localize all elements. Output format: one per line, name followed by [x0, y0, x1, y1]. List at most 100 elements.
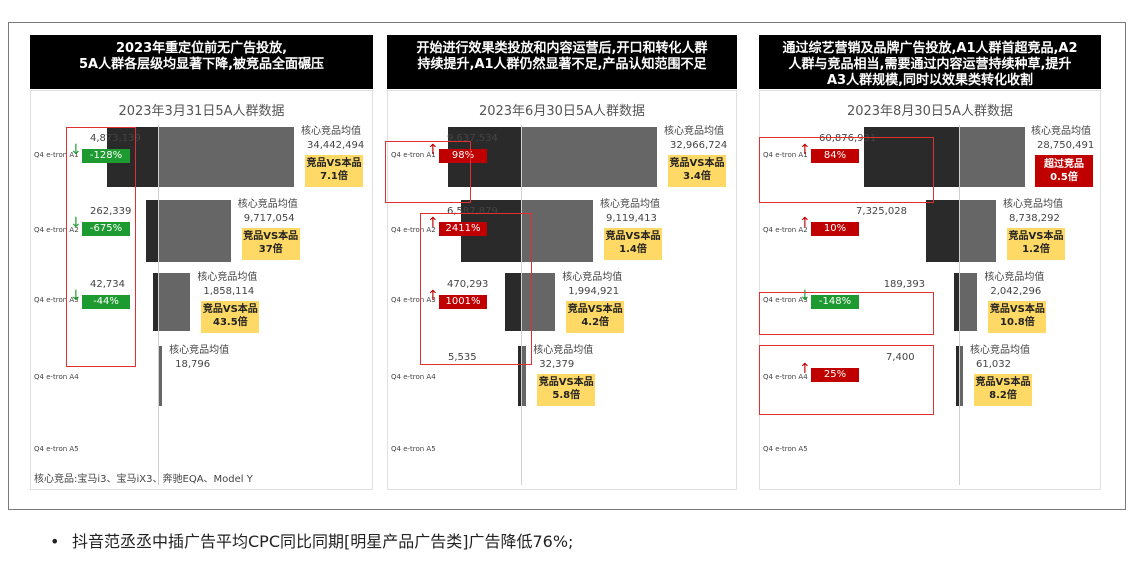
change-badge: 25%	[811, 368, 859, 382]
competitor-avg-value: 1,858,114	[203, 286, 255, 297]
footnote: 核心竞品:宝马i3、宝马iX3、奔驰EQA、Model Y	[34, 474, 253, 485]
bullet-marker: •	[50, 532, 60, 551]
competitor-bar	[522, 346, 527, 406]
competitor-bar	[522, 200, 593, 262]
row-label: Q4 e-tron A3	[391, 296, 436, 304]
row-label: Q4 e-tron A1	[763, 151, 808, 159]
competitor-bar	[960, 273, 978, 331]
arrow-up-icon: ↑	[427, 142, 439, 158]
arrow-down-icon: ↓	[70, 142, 82, 158]
change-badge: -148%	[811, 295, 859, 309]
change-badge: 10%	[811, 222, 859, 236]
own-value: 470,293	[447, 279, 489, 290]
competitor-avg-value: 1,994,921	[568, 286, 620, 297]
row-label: Q4 e-tron A5	[34, 445, 79, 453]
change-badge: 84%	[811, 149, 859, 163]
slide-frame	[8, 22, 1126, 510]
competitor-avg-label: 核心竞品均值	[1002, 199, 1063, 210]
arrow-down-icon: ↓	[799, 288, 811, 304]
own-value: 262,339	[90, 206, 132, 217]
change-badge: -128%	[82, 149, 130, 163]
own-bar	[518, 346, 521, 406]
row-label: Q4 e-tron A1	[391, 151, 436, 159]
competitor-avg-value: 34,442,494	[307, 140, 365, 151]
competitor-avg-label: 核心竞品均值	[237, 199, 298, 210]
competitor-avg-value: 2,042,296	[990, 286, 1042, 297]
competitor-avg-label: 核心竞品均值	[664, 126, 724, 137]
own-value: 7,400	[886, 352, 915, 363]
arrow-up-icon: ↑	[427, 215, 439, 231]
row-label: Q4 e-tron A3	[34, 296, 79, 304]
change-badge: -44%	[82, 295, 130, 309]
competitor-avg-label: 核心竞品均值	[533, 345, 594, 356]
competitor-avg-value: 32,379	[539, 359, 575, 370]
own-value: 7,325,028	[856, 206, 907, 217]
own-bar	[504, 273, 521, 331]
change-badge: 2411%	[439, 222, 487, 236]
competitor-avg-label: 核心竞品均值	[197, 272, 258, 283]
row-label: Q4 e-tron A2	[391, 226, 436, 234]
row-label: Q4 e-tron A4	[763, 373, 808, 381]
own-value: 42,734	[90, 279, 125, 290]
chart-panel-1: 2023年重定位前无广告投放,5A人群各层级均显著下降,被竞品全面碾压 2023年…	[30, 35, 373, 495]
chart-axis	[521, 125, 522, 485]
chart-panel-2: 开始进行效果类投放和内容运营后,开口和转化人群持续提升,A1人群仍然显著不足,产…	[385, 35, 737, 495]
competitor-avg-label: 核心竞品均值	[600, 199, 660, 210]
competitor-bar	[960, 127, 1026, 187]
bullet-text: 抖音范丞丞中插广告平均CPC同比同期[明星产品广告类]广告降低76%;	[72, 532, 574, 551]
competitor-avg-value: 32,966,724	[670, 140, 728, 151]
competitor-avg-value: 9,119,413	[606, 213, 657, 224]
arrow-up-icon: ↑	[427, 288, 439, 304]
row-label: Q4 e-tron A5	[391, 445, 436, 453]
arrow-up-icon: ↑	[799, 142, 811, 158]
chart-title: 2023年8月30日5A人群数据	[846, 104, 1014, 119]
own-value: 189,393	[883, 279, 926, 290]
chart-title: 2023年3月31日5A人群数据	[118, 104, 285, 119]
competitor-avg-label: 核心竞品均值	[169, 345, 230, 356]
competitor-avg-value: 9,717,054	[243, 213, 295, 224]
own-value: 60,876,931	[819, 133, 877, 144]
competitor-avg-label: 核心竞品均值	[970, 345, 1030, 356]
competitor-bar	[960, 346, 963, 406]
own-bar	[953, 273, 959, 331]
own-bar	[153, 273, 158, 331]
chart-axis	[959, 125, 960, 485]
panel-header: 2023年重定位前无广告投放,5A人群各层级均显著下降,被竞品全面碾压	[30, 35, 373, 89]
panel-header: 开始进行效果类投放和内容运营后,开口和转化人群持续提升,A1人群仍然显著不足,产…	[387, 35, 737, 89]
highlight-outline	[385, 141, 471, 203]
arrow-up-icon: ↑	[799, 215, 811, 231]
highlight-outline	[759, 292, 934, 335]
chart-axis	[158, 125, 159, 485]
own-value: 5,535	[448, 352, 477, 363]
row-label: Q4 e-tron A4	[34, 373, 79, 381]
own-value: 4,873,139	[90, 133, 141, 144]
own-bar	[956, 346, 959, 406]
competitor-bar	[522, 127, 657, 187]
arrow-down-icon: ↓	[70, 288, 82, 304]
competitor-bar	[159, 200, 231, 262]
arrow-down-icon: ↓	[70, 215, 82, 231]
arrow-up-icon: ↑	[799, 361, 811, 377]
competitor-avg-label: 核心竞品均值	[562, 272, 623, 283]
change-badge: 98%	[439, 149, 487, 163]
highlight-outline	[66, 127, 136, 367]
chart-title: 2023年6月30日5A人群数据	[478, 104, 646, 119]
own-bar	[926, 200, 959, 262]
change-badge: -675%	[82, 222, 130, 236]
competitor-avg-label: 核心竞品均值	[984, 272, 1045, 283]
competitor-bar	[960, 200, 996, 262]
competitor-avg-value: 28,750,491	[1037, 140, 1095, 151]
competitor-avg-value: 18,796	[175, 359, 211, 370]
competitor-avg-value: 8,738,292	[1008, 213, 1060, 224]
row-label: Q4 e-tron A2	[34, 226, 79, 234]
